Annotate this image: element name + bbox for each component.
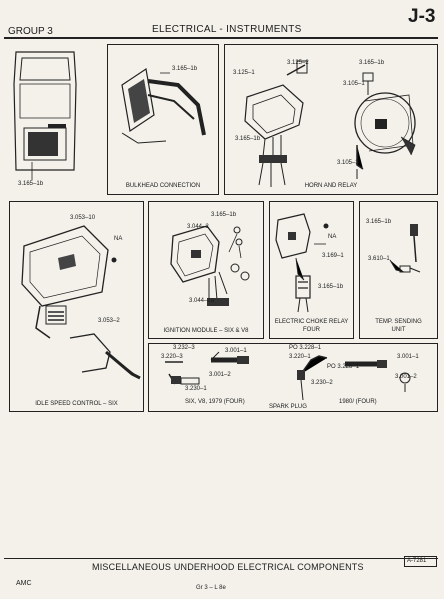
vehicle-diagram — [13, 51, 77, 180]
horn-label-1: 3.125–2 — [287, 60, 309, 66]
sparkplug-left-label-1: 3.232–3 — [173, 345, 195, 351]
idle-panel: 3.053–10 NA 3.053–2 IDLE SPEED CONTROL –… — [9, 201, 144, 412]
horn-label-6: 3.105–3 — [337, 160, 359, 166]
ignition-caption: IGNITION MODULE – SIX & V8 — [163, 328, 249, 334]
idle-label-3: 3.053–2 — [98, 318, 120, 324]
footer-title: MISCELLANEOUS UNDERHOOD ELECTRICAL COMPO… — [92, 562, 364, 572]
sparkplug-left-label-4: 3.001–2 — [209, 372, 231, 378]
sparkplug-right-label-3: PO 3.228–1 — [327, 364, 360, 370]
bulkhead-diagram — [121, 67, 206, 144]
temp-label-2: 3.610–1 — [368, 256, 390, 262]
idle-label-1: 3.053–10 — [70, 215, 96, 221]
bulkhead-panel: 3.165–1b BULKHEAD CONNECTION — [107, 44, 219, 195]
vehicle-label-1: 3.165–1b — [18, 181, 44, 187]
sparkplug-diagram — [165, 351, 411, 401]
idle-caption: IDLE SPEED CONTROL – SIX — [35, 401, 118, 407]
sparkplug-panel: 3.232–3 3.220–3 3.001–1 3.001–2 3.230–1 … — [148, 343, 438, 412]
ignition-diagram — [170, 225, 250, 306]
idle-diagram — [21, 225, 141, 380]
sparkplug-caption: SPARK PLUG — [269, 404, 307, 410]
temp-caption-2: UNIT — [391, 327, 406, 333]
sparkplug-right-label-5: 3.230–2 — [311, 380, 333, 386]
sparkplug-left-caption: SIX, V8, 1979 (FOUR) — [185, 399, 245, 405]
horn-label-5: 3.165–1b — [235, 136, 261, 142]
sparkplug-right-caption: 1980/ (FOUR) — [339, 399, 377, 405]
sparkplug-left-label-2: 3.220–3 — [161, 354, 183, 360]
ignition-label-3: 3.044–1a — [189, 298, 215, 304]
horn-label-3: 3.125–1 — [233, 70, 255, 76]
footer-page-ref: Gr 3 – L 8e — [196, 585, 226, 591]
choke-label-3: 3.165–1b — [318, 284, 344, 290]
choke-label-1: NA — [328, 234, 337, 240]
choke-label-2: 3.169–1 — [322, 253, 344, 259]
temp-diagram — [389, 224, 421, 273]
header-rule — [4, 37, 438, 39]
horn-panel: 3.125–2 3.165–1b 3.125–1 3.105–1 3.165–1… — [224, 44, 438, 195]
temp-panel: 3.165–1b 3.610–1 TEMP. SENDING UNIT — [359, 201, 438, 339]
temp-caption: TEMP. SENDING — [375, 319, 422, 325]
sparkplug-right-label-2: 3.220–1 — [289, 354, 311, 360]
sparkplug-right-label-6: 3.001–2 — [395, 374, 417, 380]
choke-caption: ELECTRIC CHOKE RELAY — [274, 319, 349, 325]
choke-diagram — [275, 213, 329, 313]
footer-rule — [4, 558, 438, 560]
horn-diagram — [244, 60, 416, 187]
sparkplug-right-label-1: PO 3.228–1 — [289, 345, 322, 351]
group-label: GROUP 3 — [8, 26, 53, 37]
choke-panel: NA 3.169–1 3.165–1b ELECTRIC CHOKE RELAY… — [269, 201, 354, 339]
ignition-panel: 3.165–1b 3.044–2 3.044–1a IGNITION MODUL… — [148, 201, 264, 339]
bulkhead-caption: BULKHEAD CONNECTION — [125, 183, 201, 189]
ignition-label-2: 3.044–2 — [187, 224, 209, 230]
footer-brand: AMC — [16, 580, 32, 587]
temp-label-1: 3.165–1b — [366, 219, 392, 225]
footer-ref: A-7281 — [407, 558, 427, 564]
vehicle-panel: 3.165–1b — [8, 44, 83, 194]
sparkplug-left-label-3: 3.001–1 — [225, 348, 247, 354]
horn-label-4: 3.105–1 — [343, 81, 365, 87]
horn-label-2: 3.165–1b — [359, 60, 385, 66]
ignition-label-1: 3.165–1b — [211, 212, 237, 218]
idle-label-2: NA — [114, 236, 123, 242]
footer-ref-box — [404, 556, 437, 567]
section-title: ELECTRICAL - INSTRUMENTS — [152, 24, 302, 35]
sparkplug-right-label-4: 3.001–1 — [397, 354, 419, 360]
horn-caption: HORN AND RELAY — [304, 183, 358, 189]
choke-caption-2: FOUR — [303, 327, 320, 333]
sparkplug-left-label-5: 3.230–1 — [185, 386, 207, 392]
page-id: J-3 — [408, 6, 436, 27]
bulkhead-label-1: 3.165–1b — [172, 66, 198, 72]
